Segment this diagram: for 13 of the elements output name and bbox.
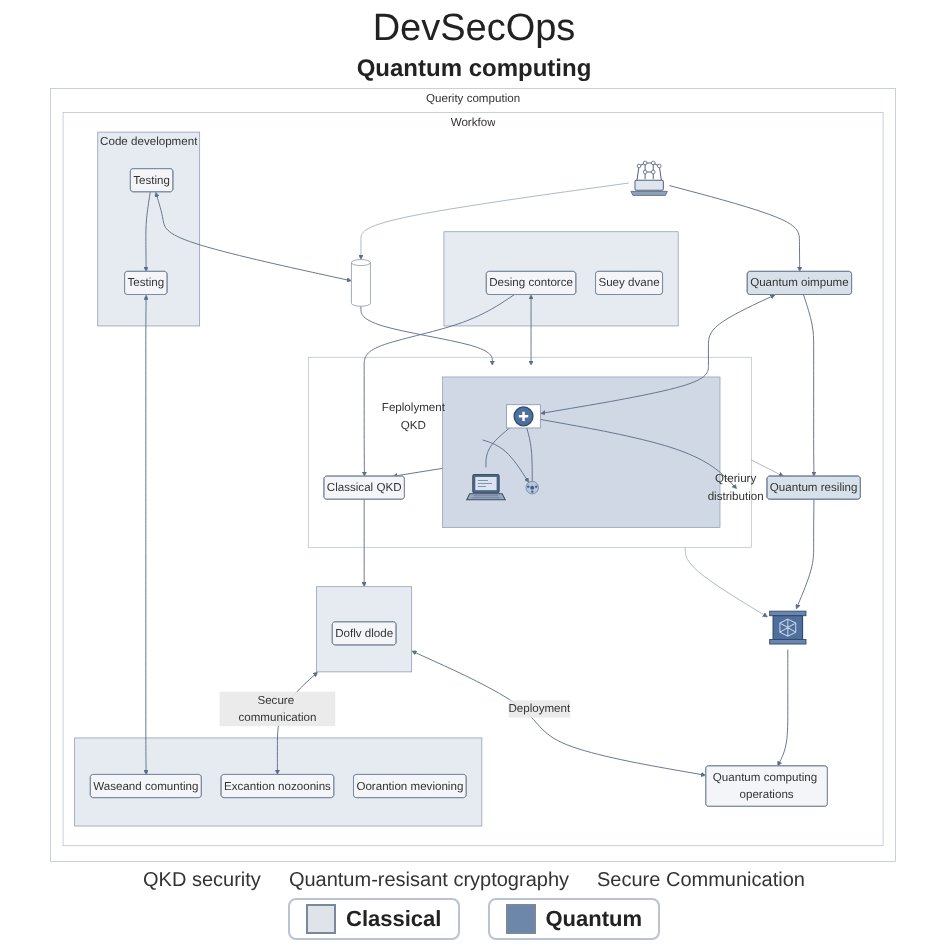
connector	[486, 427, 511, 468]
note-text: Quantum-resisant cryptography	[288, 870, 570, 892]
note-text: QKD security	[143, 870, 261, 892]
cluster	[75, 737, 484, 827]
subtitle: Quantum computing	[356, 54, 592, 82]
cluster	[317, 586, 413, 673]
legend-label: Classical	[346, 907, 442, 931]
title: DevSecOps	[372, 8, 576, 52]
connector	[527, 427, 534, 482]
node-cylinder	[351, 259, 372, 307]
legend-label: Quantum	[545, 907, 642, 931]
cluster	[444, 231, 680, 327]
note-text: Secure Communication	[597, 870, 805, 892]
